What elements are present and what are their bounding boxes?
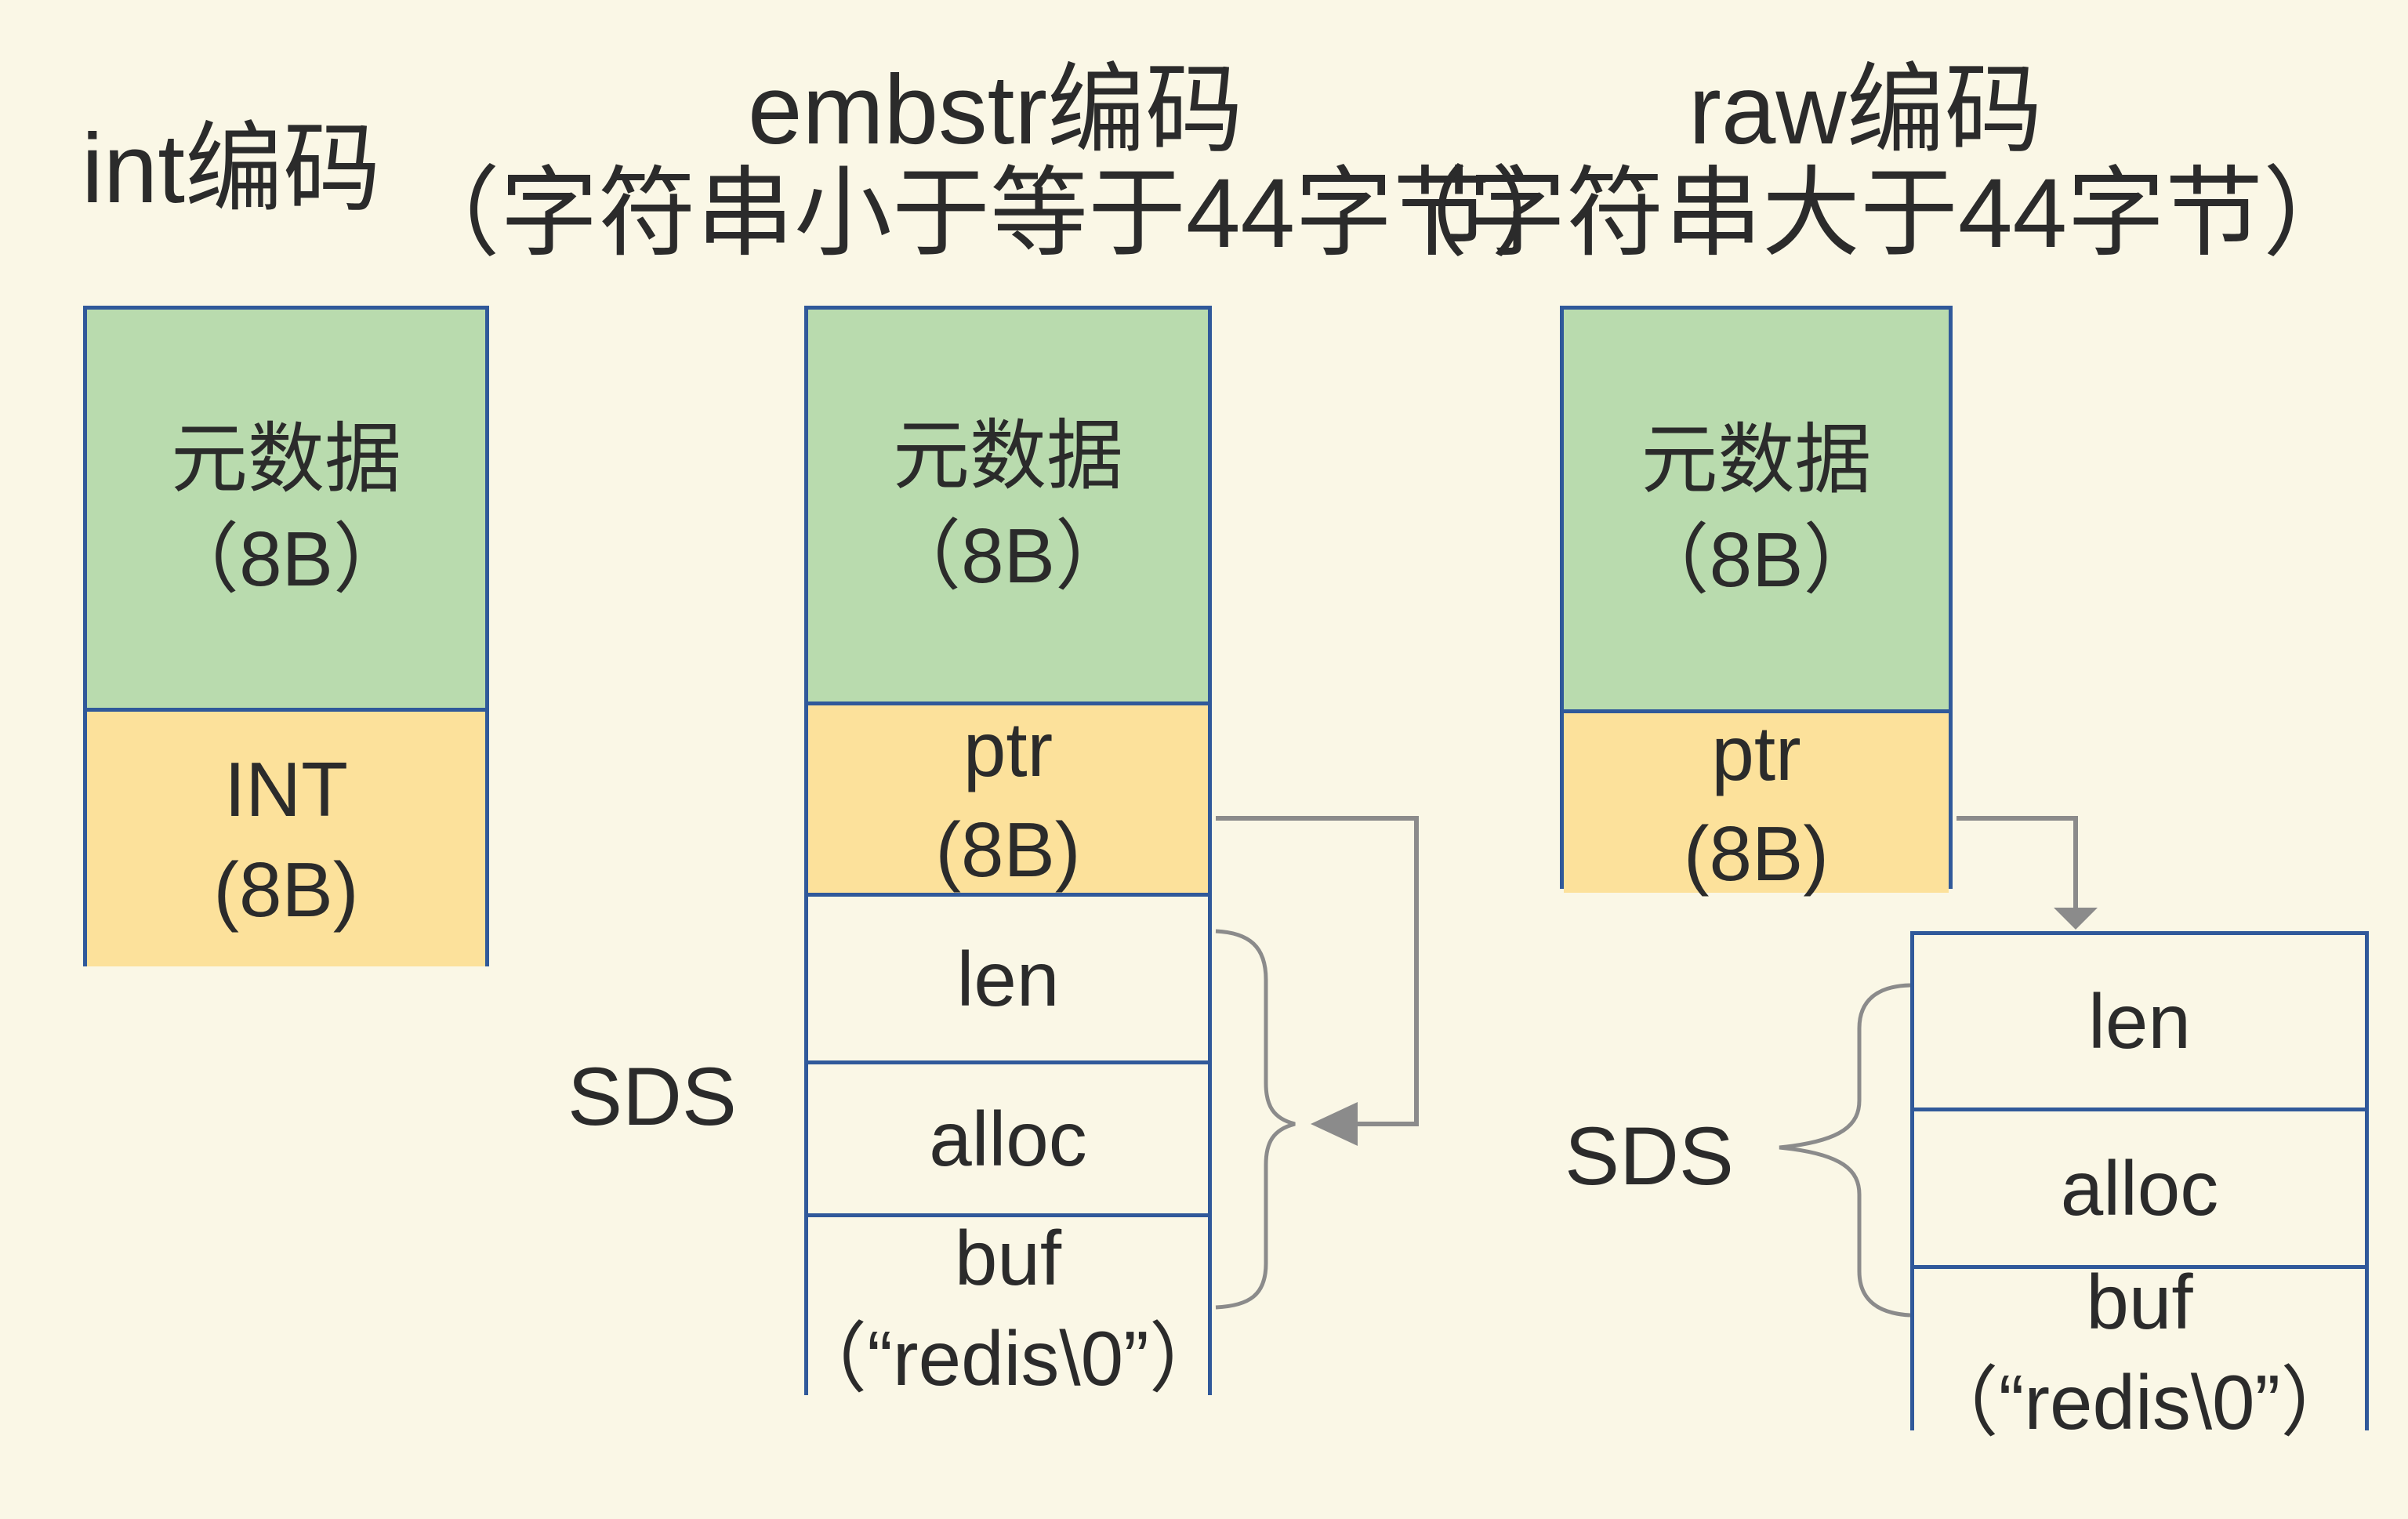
embstr-buf-value: （“redis\0”） [790, 1315, 1226, 1401]
raw-metadata-label: 元数据 [1641, 416, 1872, 502]
embstr-metadata-cell: 元数据 （8B） [808, 310, 1208, 701]
embstr-sds-brace-icon [1215, 929, 1296, 1310]
raw-ptr-label: ptr [1711, 709, 1801, 796]
raw-metadata-cell: 元数据 （8B） [1564, 310, 1949, 709]
raw-metadata-size: （8B） [1632, 517, 1880, 603]
embstr-buf-cell: buf （“redis\0”） [790, 1213, 1226, 1401]
int-value-size: (8B) [213, 846, 359, 933]
raw-ptr-arrow [1956, 816, 2078, 908]
embstr-alloc-label: alloc [929, 1096, 1087, 1182]
raw-ptr-arrowhead-icon [2054, 908, 2098, 930]
embstr-ptr-arrow [1216, 816, 1419, 1126]
raw-buf-label: buf [2086, 1258, 2193, 1345]
raw-sds-box: len alloc buf （“redis\0”） [1910, 931, 2369, 1445]
raw-len-label: len [2088, 978, 2191, 1064]
int-title-line1: int编码 [81, 114, 382, 223]
embstr-metadata-size: （8B） [884, 513, 1132, 599]
embstr-ptr-size: (8B) [935, 806, 1081, 893]
embstr-ptr-cell: ptr (8B) [808, 701, 1208, 893]
embstr-buf-label: buf [954, 1215, 1062, 1301]
raw-title-line2: （字符串大于44字节） [1369, 159, 2362, 268]
raw-encoding-title: raw编码 （字符串大于44字节） [1238, 59, 2408, 266]
int-metadata-cell: 元数据 （8B） [87, 310, 485, 708]
embstr-ptr-label: ptr [963, 705, 1054, 792]
raw-memory-box: 元数据 （8B） ptr (8B) [1560, 306, 1953, 897]
raw-buf-cell: buf （“redis\0”） [1914, 1259, 2365, 1445]
embstr-memory-box: 元数据 （8B） ptr (8B) len alloc buf （“redis\… [790, 306, 1226, 1401]
raw-alloc-cell: alloc [1914, 1108, 2365, 1265]
raw-ptr-size: (8B) [1683, 810, 1830, 897]
embstr-ptr-arrowhead-icon [1311, 1102, 1358, 1146]
embstr-title-line1: embstr编码 [747, 56, 1244, 165]
embstr-sds-label: SDS [568, 1051, 737, 1143]
raw-buf-value: （“redis\0”） [1921, 1358, 2358, 1445]
embstr-title-line2: （字符串小于等于44字节） [401, 159, 1590, 268]
raw-alloc-label: alloc [2060, 1145, 2219, 1231]
int-encoding-title: int编码 [0, 118, 545, 221]
embstr-len-cell: len [808, 893, 1208, 1060]
int-value-label: INT [224, 745, 348, 832]
int-memory-box: 元数据 （8B） INT (8B) [83, 306, 489, 966]
embstr-len-label: len [956, 935, 1060, 1022]
embstr-metadata-label: 元数据 [892, 412, 1123, 498]
raw-ptr-cell: ptr (8B) [1564, 709, 1949, 897]
raw-len-cell: len [1914, 935, 2365, 1108]
int-value-cell: INT (8B) [87, 708, 485, 966]
raw-title-line1: raw编码 [1688, 56, 2043, 165]
int-metadata-label: 元数据 [170, 415, 401, 502]
embstr-alloc-cell: alloc [808, 1060, 1208, 1213]
int-metadata-size: （8B） [162, 516, 410, 602]
raw-sds-label: SDS [1565, 1111, 1734, 1202]
embstr-encoding-title: embstr编码 （字符串小于等于44字节） [368, 59, 1623, 266]
